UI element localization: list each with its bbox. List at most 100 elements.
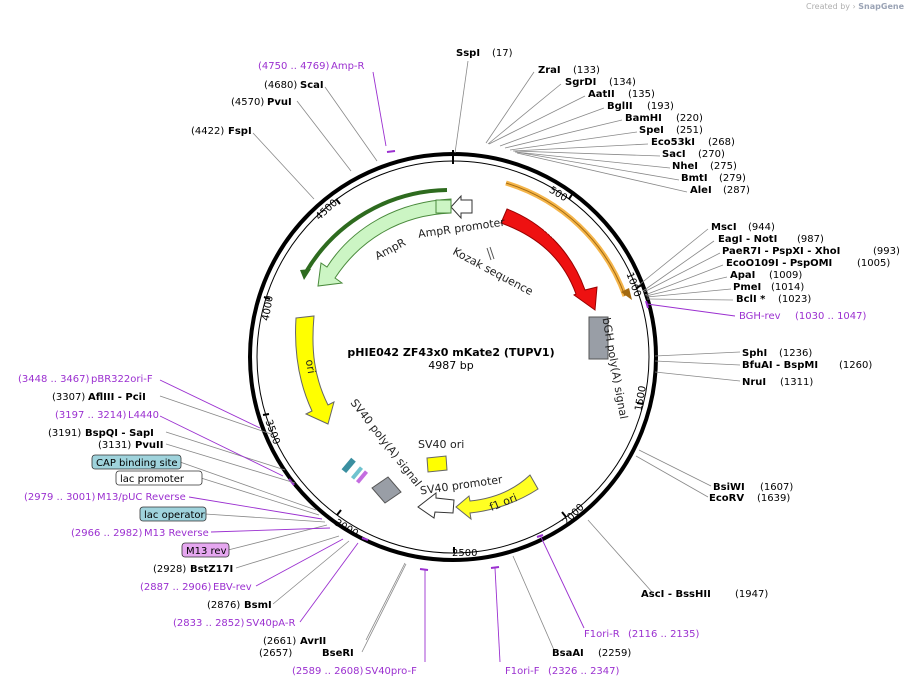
leader-nhei [514,151,671,169]
svg-text:BspQI - SapI: BspQI - SapI [85,428,154,439]
svg-text:(1005): (1005) [857,258,890,269]
snapgene-logo-icon: › [852,2,856,11]
svg-text:BsaAI: BsaAI [552,648,584,659]
ticks [262,192,644,553]
leader-bspqi [165,431,286,471]
boxed-feature-labels[interactable]: CAP binding site lac promoter lac operat… [91,454,230,558]
svg-text:(193): (193) [647,101,674,112]
svg-text:(2259): (2259) [598,648,631,659]
leader-bfuai [654,360,741,366]
sv40-ori-label: SV40 ori [418,438,464,451]
ampr-promoter-feature[interactable] [450,194,473,220]
primer-labels[interactable]: (4750 .. 4769)Amp-R BGH-rev(1030 .. 1047… [18,61,867,677]
svg-text:(1030 .. 1047): (1030 .. 1047) [795,311,867,322]
snapgene-credit: Created by › SnapGene [806,2,904,11]
primer-mark [386,150,396,153]
svg-text:(993): (993) [873,246,900,257]
leader-f1ori-f [494,567,501,663]
leader-alei [516,152,688,193]
m13-rev-box [181,542,230,558]
ampr-feature[interactable] [317,198,452,287]
svg-text:BamHI: BamHI [625,113,662,124]
svg-text:AscI - BssHII: AscI - BssHII [641,589,711,600]
sv40-ori-feature[interactable] [426,455,448,473]
primer-mark [645,300,649,309]
leader-aatii [488,95,586,145]
primer-mark [361,537,369,541]
svg-text:SV40pro-F: SV40pro-F [365,666,417,677]
ampr-primer-arrowhead [300,269,311,280]
sv40-polya-feature[interactable] [371,476,402,504]
svg-text:(2979 .. 3001): (2979 .. 3001) [24,492,96,503]
svg-text:F1ori-R: F1ori-R [584,629,620,640]
mkate2-feature[interactable] [500,208,598,311]
leader-lac-promoter [200,477,320,516]
svg-text:(251): (251) [676,125,703,136]
svg-text:BclI *: BclI * [736,294,766,305]
leader-bstz17i [235,535,340,569]
svg-text:(133): (133) [573,65,600,76]
ori-feature[interactable] [295,315,335,425]
svg-text:(2887 .. 2906): (2887 .. 2906) [140,582,212,593]
leader-ecoo109i [644,264,724,296]
svg-text:F1ori-F: F1ori-F [505,666,540,677]
lac-promoter-box [115,470,203,486]
svg-text:(944): (944) [748,222,775,233]
m13-rev-label: M13 rev [186,546,227,557]
ori-label: ori [303,358,318,374]
kozak-marker-2 [489,246,495,260]
leader-f1ori-r [539,534,585,629]
svg-text:(220): (220) [676,113,703,124]
leader-pvui [296,100,352,172]
leader-sgrdi [487,83,562,145]
tick-mark [335,198,341,205]
f1-ori-feature[interactable] [455,474,539,521]
kozak-marker [486,247,492,261]
svg-text:ScaI: ScaI [300,80,324,91]
left-site-labels[interactable]: (4680)ScaI (4570)PvuI (4422)FspI (3307)A… [48,80,354,659]
right-site-labels[interactable]: ZraI(133) SgrDI(134) AatII(135) BglII(19… [538,65,900,659]
tick-mark [635,284,643,289]
tick-mark [263,296,271,300]
leader-sspi [454,60,469,154]
svg-text:(3197 .. 3214): (3197 .. 3214) [55,410,127,421]
orange-primer-arrowhead [621,288,632,300]
svg-text:(135): (135) [628,89,655,100]
svg-text:(4750 .. 4769): (4750 .. 4769) [258,61,330,72]
svg-text:(17): (17) [492,48,513,59]
ampr-primer-arc[interactable] [304,188,448,274]
bgh-polya-feature[interactable] [588,316,609,360]
svg-text:(3307): (3307) [52,392,85,403]
svg-text:M13 Reverse: M13 Reverse [144,528,209,539]
svg-text:(1236): (1236) [779,348,812,359]
svg-text:BseRI: BseRI [322,648,354,659]
tick-mark [636,402,644,405]
svg-text:(2928): (2928) [153,564,186,575]
tick-mark [561,511,567,518]
svg-text:PvuI: PvuI [267,97,292,108]
sv40-promoter-feature[interactable] [417,491,455,519]
svg-text:(2966 .. 2982): (2966 .. 2982) [71,528,143,539]
svg-text:(1009): (1009) [769,270,802,281]
leader-bsaai [512,555,555,651]
svg-text:AflIII - PciI: AflIII - PciI [88,392,146,403]
primer-leader-lines [159,71,736,663]
site-label-sspi[interactable]: SspI (17) [456,48,513,59]
leader-ecorv [635,455,709,498]
svg-text:(2876): (2876) [207,600,240,611]
svg-text:NruI: NruI [742,377,766,388]
leader-bgh-rev [646,303,736,317]
lac-promoter-label: lac promoter [120,474,185,485]
svg-text:SphI: SphI [742,348,767,359]
svg-text:MscI: MscI [711,222,737,233]
leader-sphi [654,351,741,357]
svg-text:FspI: FspI [228,126,252,137]
leader-pmei [646,288,732,298]
svg-text:(2116 .. 2135): (2116 .. 2135) [628,629,700,640]
svg-text:(1014): (1014) [771,282,804,293]
ampr-label: AmpR [373,236,408,263]
svg-text:PaeR7I - PspXI - XhoI: PaeR7I - PspXI - XhoI [722,246,840,257]
leader-nrui [654,371,741,382]
lac-operator-label: lac operator [144,510,205,521]
